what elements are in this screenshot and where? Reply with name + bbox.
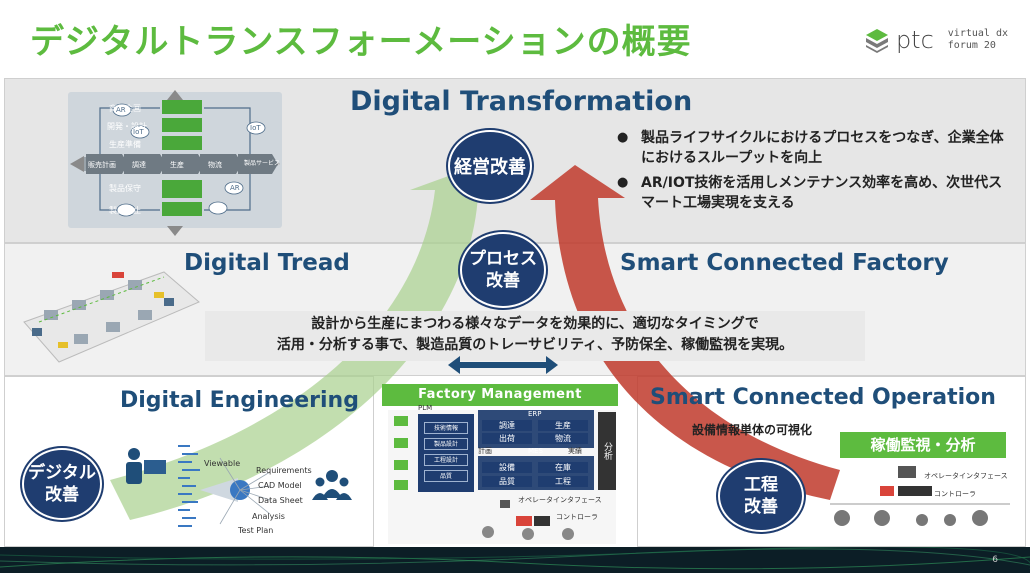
erp-cell: 出荷 <box>482 433 532 444</box>
thread-label: Viewable <box>204 459 241 468</box>
mes-cell: 設備 <box>482 462 532 473</box>
digital-thread-diagram <box>126 445 271 527</box>
logo-event-line1: virtual dx <box>947 28 1008 39</box>
flow-label: 調達 <box>132 161 146 169</box>
team-icon <box>312 470 352 500</box>
logo-brand: ptc <box>895 26 934 54</box>
thread-label: Test Plan <box>238 526 274 535</box>
operator-interface-label: オペレータインタフェース <box>518 496 602 504</box>
badge-label: 改善 <box>45 485 79 505</box>
badge-label: デジタル <box>28 463 96 483</box>
flow-label: 製品サービス <box>244 160 281 167</box>
ar-tag: AR <box>230 184 240 192</box>
iot-tag: IoT <box>133 128 144 136</box>
mes-cell: 工程 <box>538 476 588 487</box>
equipment-icons <box>482 500 574 540</box>
flow-label: 生産 <box>170 161 184 169</box>
plan-label: 計画 <box>478 447 492 455</box>
badge-label: 経営改善 <box>454 157 526 178</box>
plm-icons <box>394 416 408 490</box>
flow-label: 商品企画 <box>109 104 141 113</box>
actual-label: 実績 <box>568 447 582 455</box>
page-number: 6 <box>992 555 998 565</box>
description-line: 設計から生産にまつわる様々なデータを効果的に、適切なタイミングで <box>311 316 759 332</box>
flow-label: 生産準備 <box>109 140 141 149</box>
smart-connected-factory-heading: Smart Connected Factory <box>620 250 949 276</box>
erp-cell: 生産 <box>538 420 588 431</box>
flow-label: 物流 <box>208 161 222 169</box>
iot-tag: IoT <box>250 124 261 132</box>
digital-engineering-heading: Digital Engineering <box>120 388 359 413</box>
thread-label: Analysis <box>252 512 285 521</box>
digital-transformation-heading: Digital Transformation <box>350 86 693 117</box>
dx-bullet: AR/IOT技術を活用しメンテナンス効率を高め、次世代スマート工場実現を支える <box>617 173 1012 213</box>
factory-management-title: Factory Management <box>382 384 618 406</box>
factory-illustration <box>23 271 200 363</box>
plm-item: 品質 <box>424 470 468 482</box>
process-step-improvement-badge: 工程 改善 <box>718 460 804 532</box>
equipment-visualization-caption: 設備情報単体の可視化 <box>692 423 813 437</box>
plm-item: 製品設計 <box>424 438 468 450</box>
controller-label: コントローラ <box>556 513 598 521</box>
dx-bullet-list: 製品ライフサイクルにおけるプロセスをつなぎ、企業全体におけるスループットを向上 … <box>617 128 1012 218</box>
badge-label: 改善 <box>486 271 520 291</box>
erp-cell: 物流 <box>538 433 588 444</box>
thread-label: Data Sheet <box>258 496 303 505</box>
ptc-logo: ptc virtual dx forum 20 <box>864 26 1008 54</box>
analysis-block: 分析 <box>598 412 616 490</box>
plm-item: 技術情報 <box>424 422 468 434</box>
operator-interface-label: オペレータインタフェース <box>924 472 1008 480</box>
thread-label: Requirements <box>256 466 312 475</box>
dx-bullet: 製品ライフサイクルにおけるプロセスをつなぎ、企業全体におけるスループットを向上 <box>617 128 1012 168</box>
controller-label: コントローラ <box>934 490 976 498</box>
ar-tag: AR <box>116 106 126 114</box>
erp-cell: 調達 <box>482 420 532 431</box>
mes-cell: 品質 <box>482 476 532 487</box>
flow-label: 開発・設計 <box>107 122 147 131</box>
digital-improvement-badge: デジタル 改善 <box>22 448 102 520</box>
mes-label: MES <box>528 447 543 455</box>
description-line: 活用・分析する事で、製造品質のトレーサビリティ、予防保全、稼働監視を実現。 <box>276 337 794 353</box>
process-improvement-badge: プロセス 改善 <box>460 232 546 308</box>
flow-label: 販売計画 <box>88 161 116 169</box>
page-title: デジタルトランスフォーメーションの概要 <box>30 22 692 62</box>
ptc-logo-icon <box>865 29 888 53</box>
badge-label: 工程 <box>744 475 778 495</box>
footer-bar <box>0 547 1030 573</box>
double-arrow-icon <box>448 356 558 374</box>
logo-event-line2: forum 20 <box>947 40 996 51</box>
plm-block <box>418 414 474 492</box>
description-box: 設計から生産にまつわる様々なデータを効果的に、適切なタイミングで 活用・分析する… <box>205 311 865 361</box>
smart-connected-operation-heading: Smart Connected Operation <box>650 385 996 410</box>
plm-item: 工程設計 <box>424 454 468 466</box>
badge-label: プロセス <box>469 249 537 269</box>
plm-label: PLM <box>418 404 433 412</box>
mes-cell: 在庫 <box>538 462 588 473</box>
management-improvement-badge: 経営改善 <box>448 130 532 202</box>
footer-pattern <box>0 547 1030 570</box>
badge-label: 改善 <box>744 497 778 517</box>
digital-tread-heading: Digital Tread <box>184 250 350 276</box>
monitoring-analysis-badge: 稼働監視・分析 <box>840 432 1006 458</box>
value-chain-diagram <box>68 90 282 236</box>
operation-equipment-diagram <box>830 466 1010 526</box>
flow-label: 製品廃止 <box>109 206 141 215</box>
thread-label: CAD Model <box>258 481 302 490</box>
flow-label: 製品保守 <box>109 184 141 193</box>
erp-label: ERP <box>528 410 542 418</box>
logo-event: virtual dx forum 20 <box>948 28 1008 52</box>
